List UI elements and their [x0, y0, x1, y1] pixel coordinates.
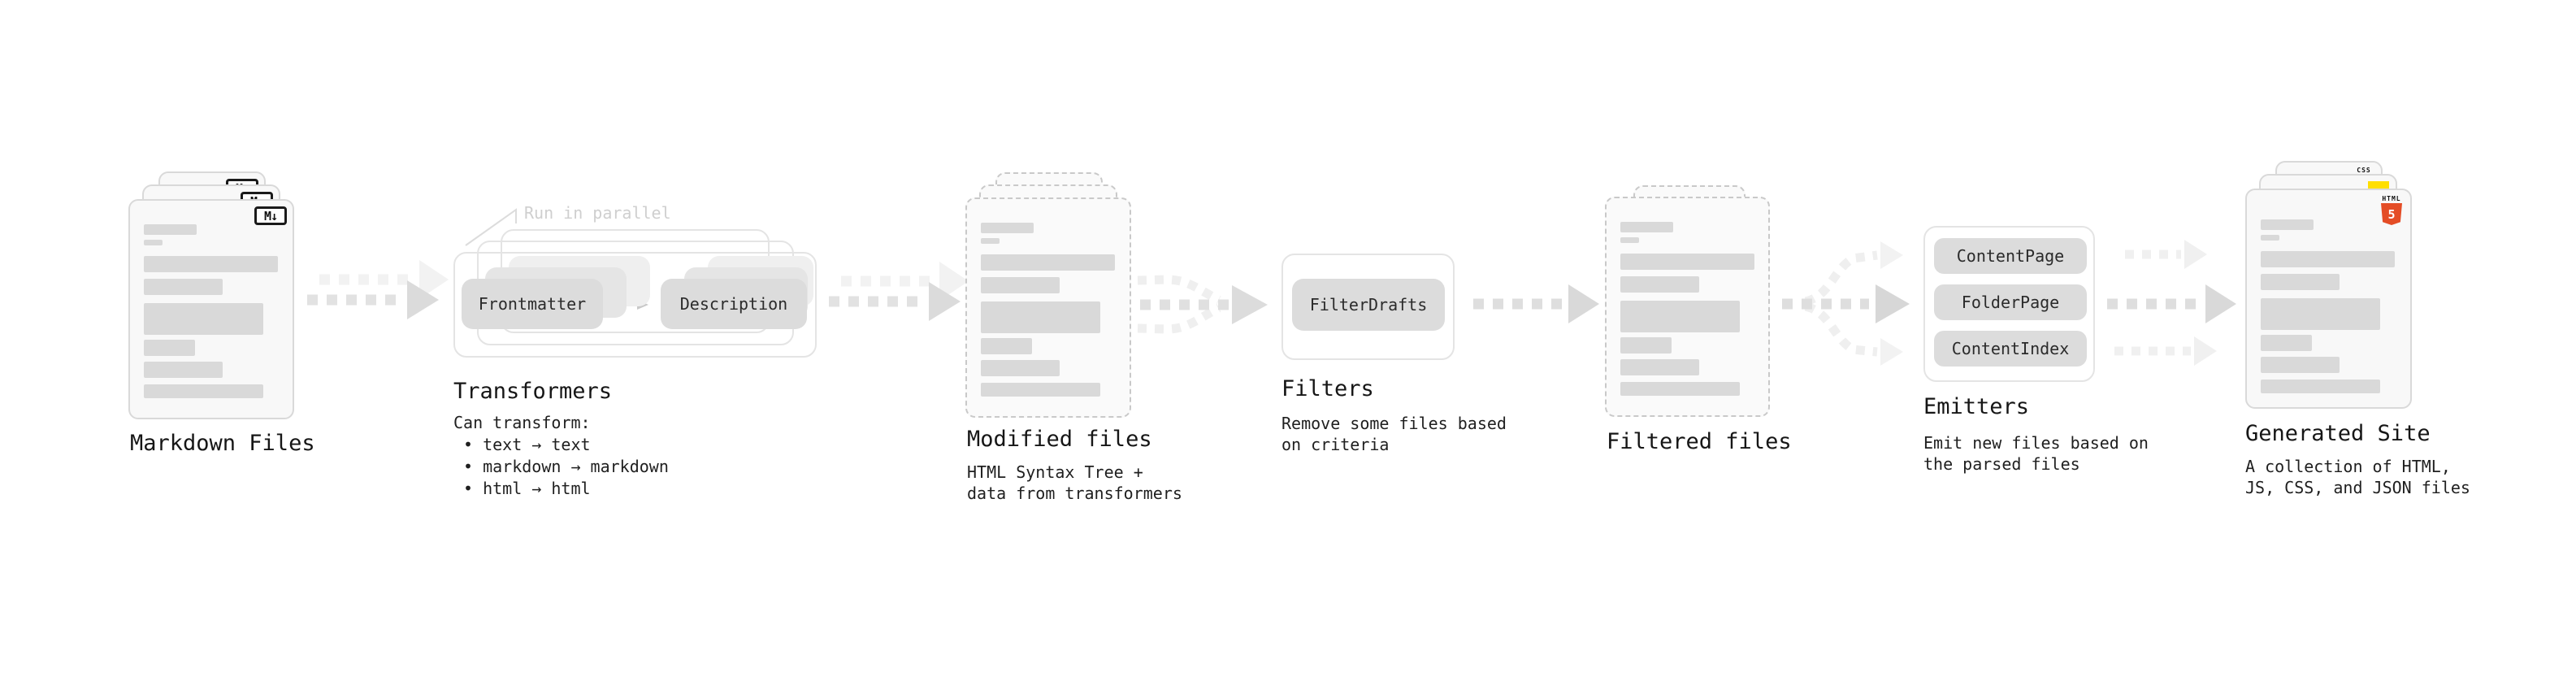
markdown-files-caption: Markdown Files — [130, 431, 315, 456]
markdown-file-card-front: M↓ — [128, 199, 294, 419]
description-chip: Description — [661, 279, 807, 329]
text-line-bar — [1620, 254, 1754, 270]
folderpage-chip-label: FolderPage — [1961, 293, 2060, 312]
contentindex-chip-label: ContentIndex — [1951, 339, 2070, 358]
text-line-bar — [144, 362, 223, 378]
frontmatter-chip: Frontmatter — [462, 279, 603, 329]
modified-file-card-front — [965, 197, 1131, 418]
generated-site-caption: Generated Site — [2245, 421, 2431, 446]
text-line-bar — [2261, 335, 2312, 351]
filterdrafts-chip-label: FilterDrafts — [1309, 295, 1428, 314]
text-line-bar — [2261, 219, 2314, 230]
text-line-bar — [1620, 359, 1699, 375]
text-line-bar — [981, 301, 1100, 333]
generated-site-description: A collection of HTML, JS, CSS, and JSON … — [2245, 457, 2470, 497]
text-line-bar — [1620, 382, 1740, 396]
html5-icon: HTML 5 — [2379, 195, 2404, 225]
placeholder-text-lines — [2247, 190, 2410, 393]
text-line-bar — [2261, 380, 2380, 393]
text-line-bar — [2261, 251, 2395, 267]
text-line-bar — [981, 383, 1100, 397]
arrow-transformers-to-modified — [829, 262, 969, 321]
css-icon-label: CSS — [2357, 167, 2371, 174]
markdown-badge-text: M↓ — [263, 208, 278, 223]
text-line-bar — [144, 384, 263, 398]
text-line-bar — [144, 224, 197, 235]
transformer-layer-box-front — [453, 252, 817, 358]
text-line-bar — [981, 254, 1115, 271]
text-line-bar — [144, 303, 263, 335]
arrow-markdown-to-transformers — [307, 260, 449, 319]
filters-caption: Filters — [1281, 376, 1374, 401]
contentpage-chip-label: ContentPage — [1956, 246, 2065, 266]
modified-files-description: HTML Syntax Tree + data from transformer… — [967, 462, 1182, 503]
text-line-bar — [1620, 237, 1639, 243]
html5-shield-number: 5 — [2387, 206, 2396, 222]
filtered-file-card-front — [1605, 197, 1770, 417]
text-line-bar — [2261, 357, 2340, 373]
folderpage-chip: FolderPage — [1934, 284, 2087, 320]
description-chip-label: Description — [679, 294, 788, 314]
modified-files-caption: Modified files — [967, 427, 1152, 452]
placeholder-text-lines — [1607, 198, 1768, 396]
can-transform-title: Can transform: — [453, 413, 591, 432]
text-line-bar — [981, 223, 1034, 233]
text-line-bar — [144, 340, 195, 356]
text-line-bar — [981, 338, 1032, 354]
emitters-caption: Emitters — [1923, 394, 2030, 419]
generated-html-file-card: HTML 5 — [2245, 189, 2412, 409]
markdown-icon: M↓ — [254, 206, 287, 225]
html5-icon-label: HTML — [2382, 195, 2401, 202]
filterdrafts-chip: FilterDrafts — [1292, 279, 1445, 331]
text-line-bar — [2261, 235, 2279, 241]
text-line-bar — [1620, 276, 1699, 293]
arrow-filtered-to-emitters-fork — [1782, 241, 1910, 366]
contentpage-chip: ContentPage — [1934, 238, 2087, 274]
text-line-bar — [981, 360, 1060, 376]
text-line-bar — [981, 277, 1060, 293]
emitters-description: Emit new files based on the parsed files — [1923, 433, 2149, 474]
text-line-bar — [2261, 274, 2340, 290]
text-line-bar — [1620, 301, 1740, 332]
transformers-description: Can transform: • text → text • markdown … — [453, 412, 669, 500]
text-line-bar — [2261, 298, 2380, 330]
html5-shield: 5 — [2381, 203, 2402, 225]
text-line-bar — [1620, 222, 1673, 232]
transformers-caption: Transformers — [453, 379, 613, 404]
text-line-bar — [144, 256, 278, 272]
run-in-parallel-leader-line — [465, 208, 517, 246]
text-line-bar — [144, 279, 223, 295]
arrow-modified-to-filters-merge — [1137, 275, 1268, 334]
text-line-bar — [1620, 337, 1672, 354]
frontmatter-chip-label: Frontmatter — [478, 294, 587, 314]
placeholder-text-lines — [967, 199, 1130, 397]
contentindex-chip: ContentIndex — [1934, 331, 2087, 367]
text-line-bar — [981, 238, 1000, 244]
transform-bullet: • html → html — [463, 479, 591, 498]
text-line-bar — [144, 240, 163, 245]
arrow-emitters-to-generated — [2107, 240, 2236, 366]
placeholder-text-lines — [130, 201, 293, 398]
filtered-files-caption: Filtered files — [1607, 429, 1792, 454]
transform-bullet: • text → text — [463, 435, 591, 454]
filters-description: Remove some files based on criteria — [1281, 414, 1507, 454]
run-in-parallel-note: Run in parallel — [524, 203, 671, 223]
arrow-filters-to-filtered — [1473, 284, 1599, 323]
transform-bullet: • markdown → markdown — [463, 457, 669, 476]
